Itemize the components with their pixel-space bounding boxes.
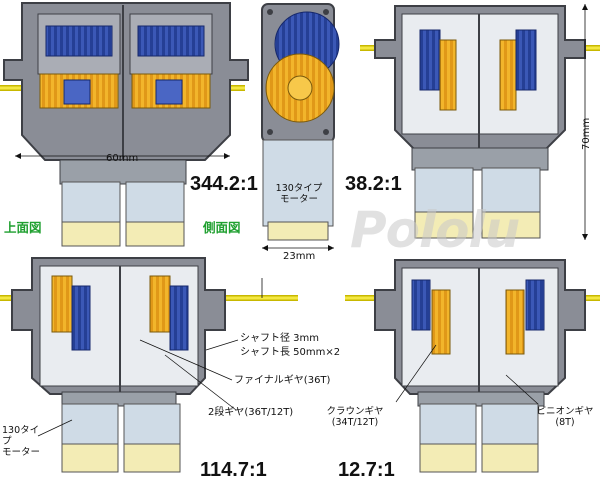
bottom-left-gearbox — [0, 257, 298, 473]
dimension-23mm: 23mm — [283, 251, 316, 262]
ratio-12: 12.7:1 — [338, 459, 395, 481]
bottom-right-gearbox — [345, 259, 600, 473]
dimension-70mm: 70mm — [581, 117, 592, 150]
ratio-344: 344.2:1 — [190, 173, 258, 195]
two-stage-gear-note: 2段ギヤ(36T/12T) — [208, 407, 294, 418]
shaft-length-note: シャフト長 50mm×2 — [240, 347, 341, 358]
pinion-gear-note: ピニオンギヤ(8T) — [536, 406, 594, 429]
motor-label-side: 130タイプモーター — [275, 183, 323, 205]
top-view-gearbox — [0, 2, 249, 247]
dimension-60mm: 60mm — [106, 153, 139, 164]
label-top-view: 上面図 — [4, 220, 42, 235]
final-gear-note: ファイナルギヤ(36T) — [234, 375, 331, 386]
shaft-diameter-note: シャフト径 3mm — [240, 333, 320, 344]
crown-gear-note: クラウンギヤ(34T/12T) — [326, 406, 384, 429]
ratio-114: 114.7:1 — [200, 459, 267, 481]
motor-label-bottom: 130タイプモーター — [2, 425, 41, 458]
watermark-text: Pololu — [350, 201, 520, 259]
top-right-gearbox — [360, 4, 600, 240]
side-view-gearbox — [261, 3, 340, 251]
label-side-view: 側面図 — [203, 220, 241, 235]
ratio-38: 38.2:1 — [345, 173, 402, 195]
